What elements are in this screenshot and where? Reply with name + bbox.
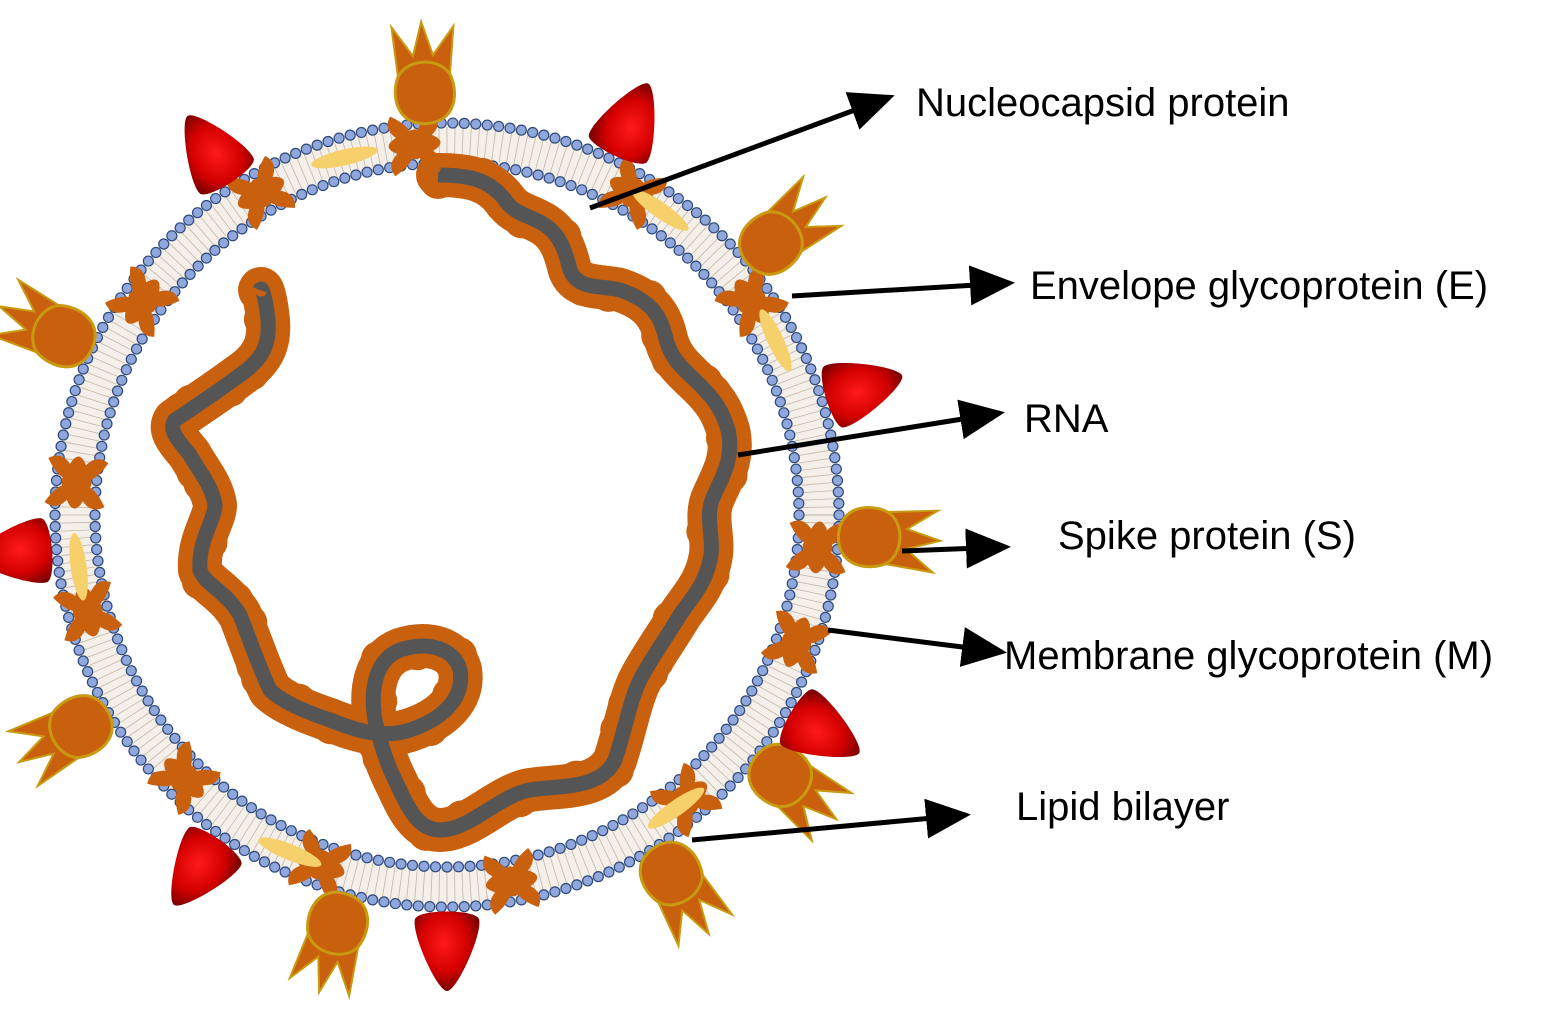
spike-protein — [638, 840, 736, 950]
nucleocapsid-coat — [150, 153, 752, 852]
arrow-spike — [901, 528, 1011, 569]
envelope-glycoprotein — [632, 189, 689, 231]
spike-protein — [747, 742, 856, 844]
membrane-glycoprotein — [53, 581, 123, 642]
label-spike-protein: Spike protein (S) — [1058, 514, 1356, 558]
membrane-glycoprotein — [105, 266, 180, 337]
arrow-lipid — [691, 798, 971, 843]
label-envelope-glycoprotein: Envelope glycoprotein (E) — [1030, 264, 1488, 308]
rna-strand-line — [165, 167, 738, 838]
spike-protein — [836, 506, 944, 575]
membrane-glycoprotein — [387, 112, 442, 177]
red-surface-protein — [588, 83, 655, 164]
membrane-glycoprotein — [226, 155, 296, 230]
spike-protein — [0, 276, 97, 369]
arrow-nucleocapsid — [589, 92, 895, 211]
membrane-glycoprotein — [44, 455, 109, 510]
envelope-glycoprotein — [258, 837, 322, 867]
label-lipid-bilayer: Lipid bilayer — [1016, 785, 1229, 829]
envelope-glycoprotein — [311, 146, 378, 169]
envelope-glycoprotein — [69, 533, 88, 601]
arrow-envelope — [791, 265, 1015, 306]
arrow-membrane — [827, 627, 1007, 667]
spike-protein — [389, 18, 456, 126]
spike-protein — [4, 694, 114, 789]
membrane-glycoprotein — [714, 266, 789, 337]
label-membrane-glycoprotein: Membrane glycoprotein (M) — [1004, 634, 1493, 678]
envelope-glycoprotein — [647, 787, 705, 829]
red-surface-protein — [779, 689, 860, 758]
membrane-proteins — [0, 18, 944, 1001]
red-surface-protein — [171, 826, 242, 906]
envelope-glycoprotein — [759, 309, 792, 372]
membrane-glycoprotein — [785, 520, 850, 575]
red-surface-protein — [414, 911, 480, 991]
membrane-glycoprotein — [147, 741, 221, 815]
arrow-rna — [737, 399, 1005, 458]
red-surface-protein — [184, 115, 254, 195]
rna-strand — [150, 153, 752, 852]
membrane-glycoprotein — [483, 847, 541, 915]
label-arrows — [589, 92, 1015, 843]
spike-protein — [287, 890, 370, 1001]
red-surface-protein — [0, 518, 53, 583]
label-rna: RNA — [1024, 397, 1109, 441]
label-nucleocapsid-protein: Nucleocapsid protein — [916, 81, 1290, 125]
spike-protein — [738, 173, 845, 276]
label-group: Nucleocapsid protein Envelope glycoprote… — [916, 81, 1493, 829]
red-surface-protein — [821, 363, 903, 428]
membrane-glycoprotein — [760, 610, 833, 674]
